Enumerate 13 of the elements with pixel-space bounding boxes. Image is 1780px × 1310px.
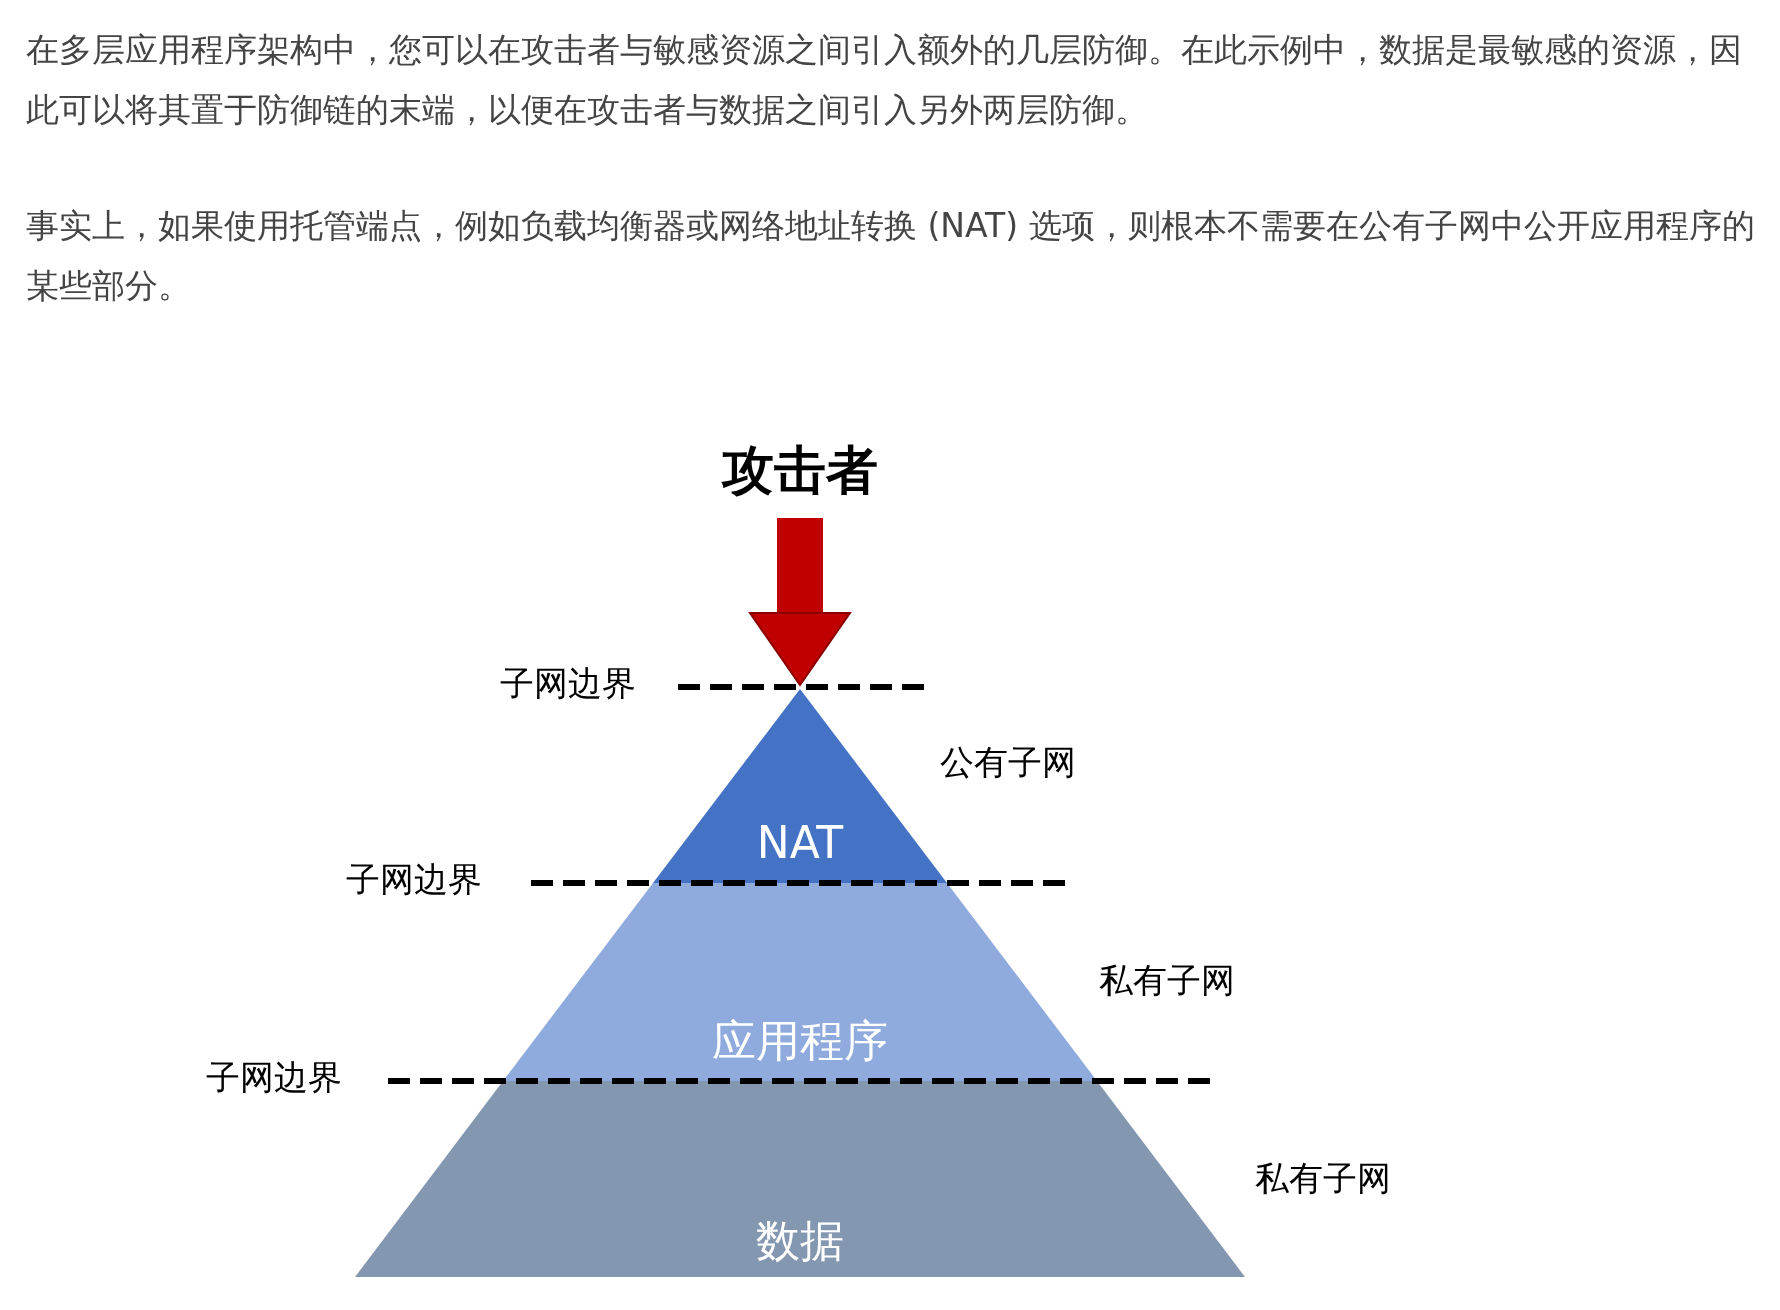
boundary-label: 子网边界 xyxy=(346,862,482,896)
boundary-label: 子网边界 xyxy=(500,666,636,700)
layer-label: 数据 xyxy=(756,1219,844,1263)
paragraph: 事实上，如果使用托管端点，例如负载均衡器或网络地址转换 (NAT) 选项，则根本不需要在公有子网中公开应用程序的某些部分。 xyxy=(26,205,1756,307)
paragraph: 在多层应用程序架构中，您可以在攻击者与敏感资源之间引入额外的几层防御。在此示例中，数据是最敏感的资源，因此可以将其置于防御链的末端，以便在攻击者与数据之间引入另外两层防御。 xyxy=(26,29,1743,131)
attacker-label: 攻击者 xyxy=(660,432,940,508)
arrow xyxy=(749,518,851,686)
subnet-label: 私有子网 xyxy=(1255,1161,1391,1195)
layer-label: NAT xyxy=(756,821,844,865)
subnet-label: 公有子网 xyxy=(940,745,1076,779)
layer-label: 应用程序 xyxy=(712,1019,888,1063)
boundary-label: 子网边界 xyxy=(206,1060,342,1094)
subnet-label: 私有子网 xyxy=(1099,963,1235,997)
